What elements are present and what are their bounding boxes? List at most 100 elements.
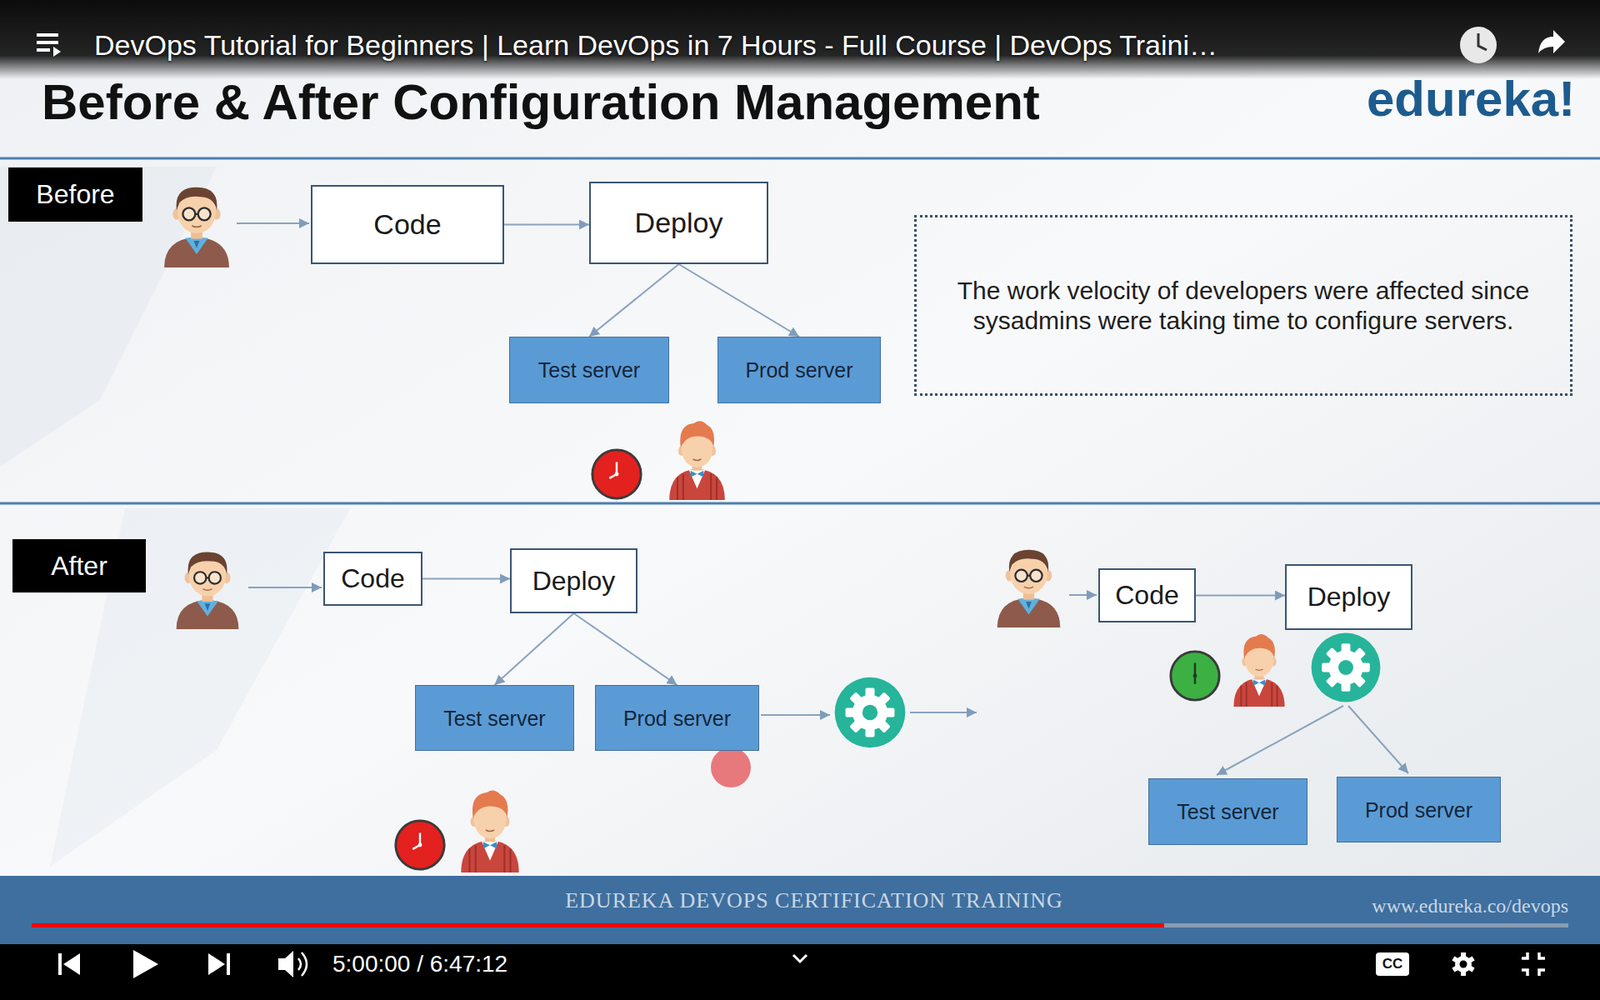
flow-arrow — [1069, 594, 1097, 596]
node-text: Deploy — [635, 205, 724, 240]
gear-icon — [835, 677, 906, 749]
video-title: DevOps Tutorial for Beginners | Learn De… — [94, 28, 1218, 62]
flow-arrow — [1348, 705, 1409, 774]
node-text: Prod server — [745, 357, 853, 383]
server-box: Prod server — [595, 685, 760, 751]
server-box: Test server — [1148, 778, 1308, 845]
developer-figure — [176, 552, 240, 630]
flow-arrow — [910, 711, 977, 714]
progress-played — [31, 923, 1165, 928]
volume-icon-wave — [301, 952, 307, 976]
divider-line — [0, 502, 1600, 505]
settings-tooth — [1460, 970, 1466, 976]
exit-fullscreen-corner — [1539, 970, 1545, 976]
divider-line — [0, 157, 1600, 160]
node-text: Prod server — [1365, 797, 1473, 823]
play-button — [133, 950, 159, 979]
previous-button — [58, 953, 62, 975]
connector-arrow — [495, 613, 575, 685]
volume-icon — [278, 950, 294, 978]
node-text: Prod server — [623, 705, 731, 731]
section-tag: After — [12, 539, 146, 593]
exit-fullscreen-corner — [1521, 970, 1528, 976]
sysadmin-figure — [669, 420, 725, 500]
background-shape — [50, 508, 350, 867]
node-text: Deploy — [1307, 580, 1391, 613]
node-text: Test server — [443, 705, 545, 731]
developer-figure — [997, 550, 1061, 628]
watch-later-hands — [1478, 33, 1487, 50]
connector-arrow — [422, 578, 510, 580]
sysadmin-figure — [460, 790, 519, 873]
slide-title: Before & After Configuration Management — [41, 73, 1040, 132]
node-text: Code — [373, 207, 441, 242]
settings-tooth — [1460, 952, 1466, 959]
flow-arrow — [248, 586, 322, 589]
settings-tooth — [1451, 955, 1460, 964]
node-text: Code — [1115, 579, 1180, 611]
flow-arrow — [1216, 705, 1344, 775]
process-box: Deploy — [1285, 564, 1413, 630]
clock-icon — [395, 820, 445, 870]
volume-icon-wave — [298, 958, 301, 970]
server-box: Test server — [509, 336, 670, 404]
section-tag: Before — [8, 167, 143, 221]
exit-fullscreen-icon — [1521, 952, 1545, 976]
connector-arrow — [504, 224, 590, 226]
settings-tooth — [1451, 965, 1460, 973]
process-box: Code — [1098, 568, 1196, 623]
settings-body — [1455, 955, 1472, 973]
node-text: After — [50, 550, 108, 582]
playlist-icon-play — [53, 46, 61, 57]
node-text: Code — [340, 562, 405, 595]
slide-background — [0, 0, 1600, 945]
chevron-icon — [793, 955, 807, 962]
playlist-icon-line — [36, 48, 50, 52]
exit-fullscreen-corner — [1539, 952, 1545, 959]
connector-arrow — [679, 264, 800, 337]
background-shape — [0, 166, 217, 467]
flow-arrows — [236, 223, 1409, 775]
clock-icon — [592, 450, 641, 499]
cursor-highlight — [710, 747, 751, 788]
player-controls — [58, 950, 294, 979]
next-button — [226, 953, 230, 975]
cc-button: CC — [1375, 952, 1410, 976]
server-box: Test server — [415, 685, 575, 751]
progress-track — [31, 923, 1569, 928]
watch-later-icon — [1460, 26, 1497, 64]
connector-arrow — [1195, 595, 1285, 597]
exit-fullscreen-corner — [1521, 952, 1528, 959]
playlist-icon-line — [36, 40, 59, 45]
note-box: The work velocity of developers were aff… — [914, 215, 1573, 396]
settings-hole — [1460, 960, 1468, 969]
time-display: 5:00:00 / 6:47:12 — [332, 950, 508, 979]
process-box: Code — [323, 551, 423, 606]
gear-icon — [1311, 633, 1381, 703]
process-box: Deploy — [589, 181, 769, 265]
server-box: Prod server — [1336, 776, 1501, 843]
footer-url: www.edureka.co/devops — [1371, 893, 1569, 919]
developer-figure — [164, 187, 230, 268]
footer-band — [0, 875, 1600, 945]
node-text: Test server — [1176, 799, 1279, 825]
playlist-icon-line — [36, 33, 59, 37]
node-text: Test server — [538, 357, 640, 383]
top-overlay — [0, 0, 1600, 80]
share-icon — [1538, 30, 1565, 54]
next-button — [208, 953, 225, 975]
process-box: Code — [310, 185, 505, 265]
connector-arrow — [589, 264, 680, 337]
playlist-icon — [36, 33, 61, 57]
settings-icon — [1451, 952, 1475, 976]
connector-arrow — [574, 613, 678, 685]
node-text: Before — [35, 178, 115, 210]
node-text: Deploy — [532, 565, 616, 597]
clock-icon — [1170, 651, 1220, 700]
footer-text: EDUREKA DEVOPS CERTIFICATION TRAINING — [565, 888, 1064, 914]
brand-logo: edureka! — [1366, 70, 1575, 129]
process-box: Deploy — [510, 548, 638, 614]
control-bar — [0, 944, 1600, 1000]
